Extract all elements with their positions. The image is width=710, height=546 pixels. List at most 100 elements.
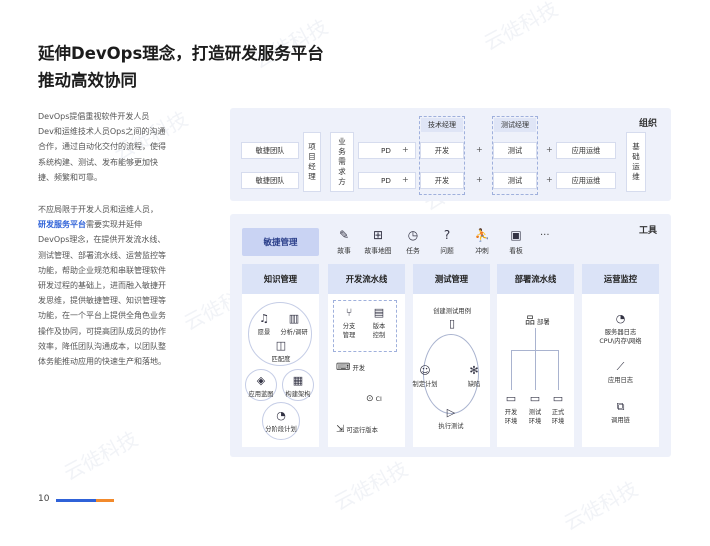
- row1-dev: 开发: [420, 142, 464, 159]
- project-manager: 项目经理: [303, 132, 321, 192]
- create-case-item: 创建测试用例▯: [419, 306, 485, 332]
- analysis-item: ▥分析/调研: [276, 312, 312, 336]
- col-deploy: 部署流水线 品 部署 ▭开发环境 ▭测试环境 ▭正式环境: [497, 264, 574, 447]
- watermark: 云徙科技: [559, 476, 642, 536]
- plus-sign: +: [476, 175, 483, 184]
- col-pipeline-title: 开发流水线: [328, 264, 405, 294]
- row2-test: 测试: [493, 172, 537, 189]
- document-icon: ▤: [373, 306, 385, 319]
- row2-dev: 开发: [420, 172, 464, 189]
- plan-test-item: ☺制定计划: [409, 364, 441, 388]
- team-icon: ☺: [419, 364, 431, 377]
- title-line-2: 推动高效协同: [38, 71, 137, 90]
- row2-ops: 应用运维: [556, 172, 616, 189]
- test-manager-label: 测试经理: [494, 118, 536, 132]
- screen-icon: ◫: [275, 339, 287, 352]
- row2-pd: PD: [358, 172, 416, 189]
- circle: [262, 402, 300, 440]
- col-test-title: 测试管理: [413, 264, 490, 294]
- task-icon: ◷: [407, 228, 419, 242]
- play-icon: ▷: [446, 406, 456, 419]
- env-test: ▭测试环境: [525, 392, 545, 425]
- develop-item: ⌨ 开发: [336, 362, 366, 373]
- hierarchy-icon: 品: [525, 316, 535, 327]
- tool-task: ◷任务: [399, 228, 427, 255]
- watermark: 云徙科技: [479, 0, 562, 56]
- intro-paragraph-1: DevOps提倡重视软件开发人员 Dev和运维技术人员Ops之间的沟通 合作，通…: [38, 112, 166, 182]
- version-group: [333, 300, 397, 352]
- page-title: 延伸DevOps理念，打造研发服务平台 推动高效协同: [38, 40, 324, 94]
- app-log-item: ⟋应用日志: [592, 360, 649, 384]
- export-icon: ⇲: [336, 424, 345, 435]
- tool-question: ?问题: [433, 228, 461, 255]
- bug-icon: ✻: [469, 364, 479, 377]
- row1-test: 测试: [493, 142, 537, 159]
- tech-manager-group: [419, 116, 465, 195]
- building-icon: ▦: [292, 374, 304, 387]
- ci-item: ⊙ CI: [366, 394, 382, 404]
- agile-team-2: 敏捷团队: [241, 172, 299, 189]
- test-manager-group: [492, 116, 538, 195]
- col-knowledge: 知识管理 ♫愿景 ▥分析/调研 ◫匹配度 ◈应用蓝图 ▦构建架构 ◔分阶段计划: [242, 264, 319, 447]
- line-chart-icon: ⟋: [616, 360, 625, 373]
- col-pipeline: 开发流水线 ⑂分支管理 ▤版本控制 ⌨ 开发 ⊙ CI ⇲ 可运行版本: [328, 264, 405, 447]
- agile-team-1: 敏捷团队: [241, 142, 299, 159]
- branch-item: ⑂分支管理: [336, 306, 362, 339]
- monitor-icon: ▭: [552, 392, 564, 405]
- page-number: 10: [38, 494, 50, 504]
- match-item: ◫匹配度: [266, 339, 296, 363]
- board-icon: ▣: [510, 228, 522, 242]
- plus-sign: +: [546, 145, 553, 154]
- bell-icon: ♫: [259, 312, 269, 325]
- pie-chart-icon: ◔: [615, 312, 626, 325]
- map-icon: ⊞: [372, 228, 384, 242]
- vision-item: ♫愿景: [252, 312, 276, 336]
- intro-paragraph-2: 不应局限于开发人员和运维人员， 研发服务平台需要实现并延伸 DevOps理念，在…: [38, 205, 166, 367]
- execute-item: ▷执行测试: [425, 406, 477, 430]
- clock-icon: ◔: [276, 409, 286, 422]
- col-monitor-title: 运营监控: [582, 264, 659, 294]
- page-decoration: [56, 499, 114, 502]
- tool-story: ✎故事: [330, 228, 358, 255]
- question-icon: ?: [443, 228, 451, 242]
- book-icon: ▯: [448, 317, 456, 330]
- bar-chart-icon: ▥: [288, 312, 300, 325]
- trace-item: ⧉调用链: [592, 400, 649, 424]
- business-requirement: 业务需求方: [330, 132, 354, 192]
- connector-line: [535, 350, 536, 390]
- version-item: ▤版本控制: [366, 306, 392, 339]
- branch-icon: ⑂: [345, 306, 353, 319]
- code-icon: ⌨: [336, 362, 351, 373]
- col-test: 测试管理 创建测试用例▯ ☺制定计划 ✻缺陷 ▷执行测试: [412, 264, 490, 447]
- monitor-icon: ▭: [505, 392, 517, 405]
- blueprint-item: ◈应用蓝图: [244, 374, 278, 398]
- env-prod: ▭正式环境: [548, 392, 568, 425]
- col-knowledge-title: 知识管理: [242, 264, 319, 294]
- test-cycle: [423, 334, 479, 414]
- plus-sign: +: [546, 175, 553, 184]
- row1-ops: 应用运维: [556, 142, 616, 159]
- connector-line: [535, 328, 536, 350]
- more-icon: ···: [540, 230, 550, 241]
- col-deploy-title: 部署流水线: [497, 264, 574, 294]
- circle: [282, 369, 314, 401]
- circle: [245, 369, 277, 401]
- runnable-item: ⇲ 可运行版本: [336, 424, 378, 435]
- agile-management: 敏捷管理: [242, 228, 319, 256]
- connector-line: [511, 350, 512, 390]
- plus-sign: +: [402, 145, 409, 154]
- tool-sprint: ⛹冲刺: [468, 228, 496, 255]
- plan-item: ◔分阶段计划: [259, 409, 303, 433]
- tech-manager-label: 技术经理: [421, 118, 463, 132]
- defect-item: ✻缺陷: [461, 364, 487, 388]
- ci-icon: ⊙: [366, 394, 374, 404]
- trace-icon: ⧉: [616, 400, 625, 413]
- circle: [248, 302, 312, 366]
- env-dev: ▭开发环境: [501, 392, 521, 425]
- connector-line: [558, 350, 559, 390]
- edit-icon: ✎: [338, 228, 350, 242]
- watermark: 云徙科技: [59, 426, 142, 486]
- title-line-1: 延伸DevOps理念，打造研发服务平台: [38, 44, 324, 63]
